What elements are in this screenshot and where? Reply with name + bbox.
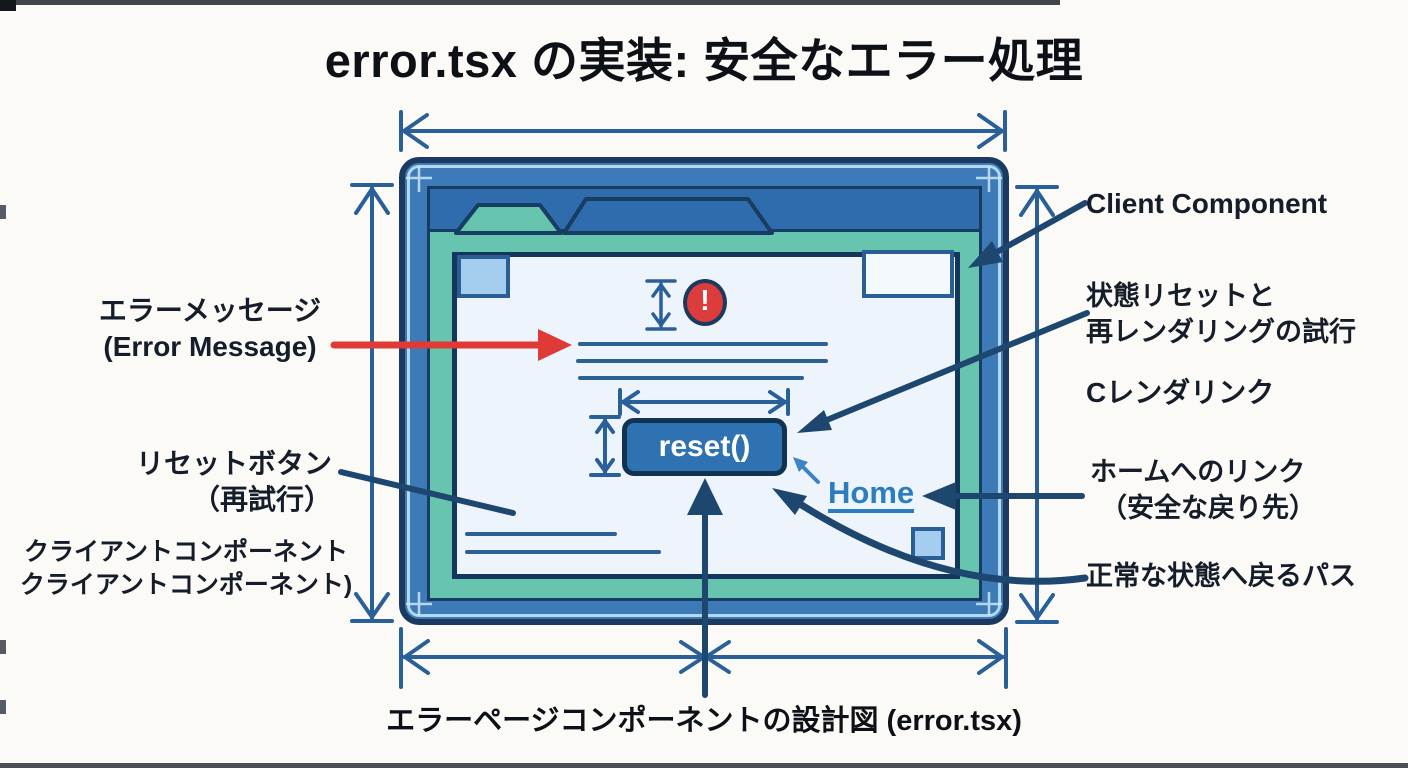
label-state-reset: 状態リセットと 再レンダリングの試行 <box>1086 279 1356 350</box>
label-home-link: ホームへのリンク （安全な戻り先） <box>1090 455 1316 526</box>
label-client-component-jp-line1: クライアントコンポーネント <box>23 538 348 566</box>
content-top-right-rectangle <box>862 250 954 298</box>
content-top-left-square <box>457 255 510 298</box>
content-bottom-right-square <box>911 527 945 560</box>
label-client-component-jp-line2: クライアントコンポーネント) <box>19 570 353 599</box>
edge-artifact-top <box>0 0 1060 5</box>
placeholder-text-line <box>576 359 828 363</box>
exclamation-glyph: ! <box>700 285 710 317</box>
page-title: error.tsx の実装: 安全なエラー処理 <box>324 34 1084 87</box>
edge-artifact-dash <box>0 640 6 654</box>
label-reset-button-sub: （再試行） <box>191 483 332 515</box>
label-home-link-line1: ホームへのリンク <box>1090 457 1306 487</box>
placeholder-text-line <box>465 550 661 554</box>
label-safe-path: 正常な状態へ戻るパス <box>1086 561 1356 591</box>
label-reset-button-jp: リセットボタン <box>135 448 332 479</box>
label-client-component: Client Component <box>1086 188 1328 219</box>
edge-artifact-top-corner <box>0 0 16 11</box>
label-client-component-jp: クライアントコンポーネント クライアントコンポーネント) <box>10 536 362 601</box>
edge-artifact-bottom <box>0 763 1408 768</box>
label-reset-button: リセットボタン （再試行） <box>80 446 332 518</box>
reset-button[interactable]: reset() <box>622 418 787 476</box>
label-state-reset-line1: 状態リセットと <box>1086 281 1275 311</box>
label-home-link-line2: （安全な戻り先） <box>1100 492 1316 523</box>
home-link[interactable]: Home <box>828 477 915 513</box>
edge-artifact-dash <box>0 205 6 219</box>
dimension-arrow-top <box>399 110 1007 152</box>
window-header-bar <box>427 186 982 232</box>
placeholder-text-line <box>465 532 617 536</box>
placeholder-text-line <box>578 376 804 380</box>
edge-artifact-dash <box>0 700 6 714</box>
reset-button-label: reset() <box>658 430 751 463</box>
label-state-reset-line2: 再レンダリングの試行 <box>1086 316 1356 347</box>
label-c-rendering: Cレンダリンク <box>1086 377 1275 408</box>
error-alert-icon: ! <box>683 279 727 326</box>
label-error-message: エラーメッセージ (Error Message) <box>60 293 360 365</box>
dimension-arrow-bottom <box>399 627 1008 689</box>
label-error-message-jp: エラーメッセージ <box>98 295 322 326</box>
dimension-arrow-right <box>1015 185 1059 624</box>
diagram-caption: エラーページコンポーネントの設計図 (error.tsx) <box>386 705 1022 737</box>
label-error-message-en: (Error Message) <box>103 330 317 362</box>
placeholder-text-line <box>578 342 828 346</box>
